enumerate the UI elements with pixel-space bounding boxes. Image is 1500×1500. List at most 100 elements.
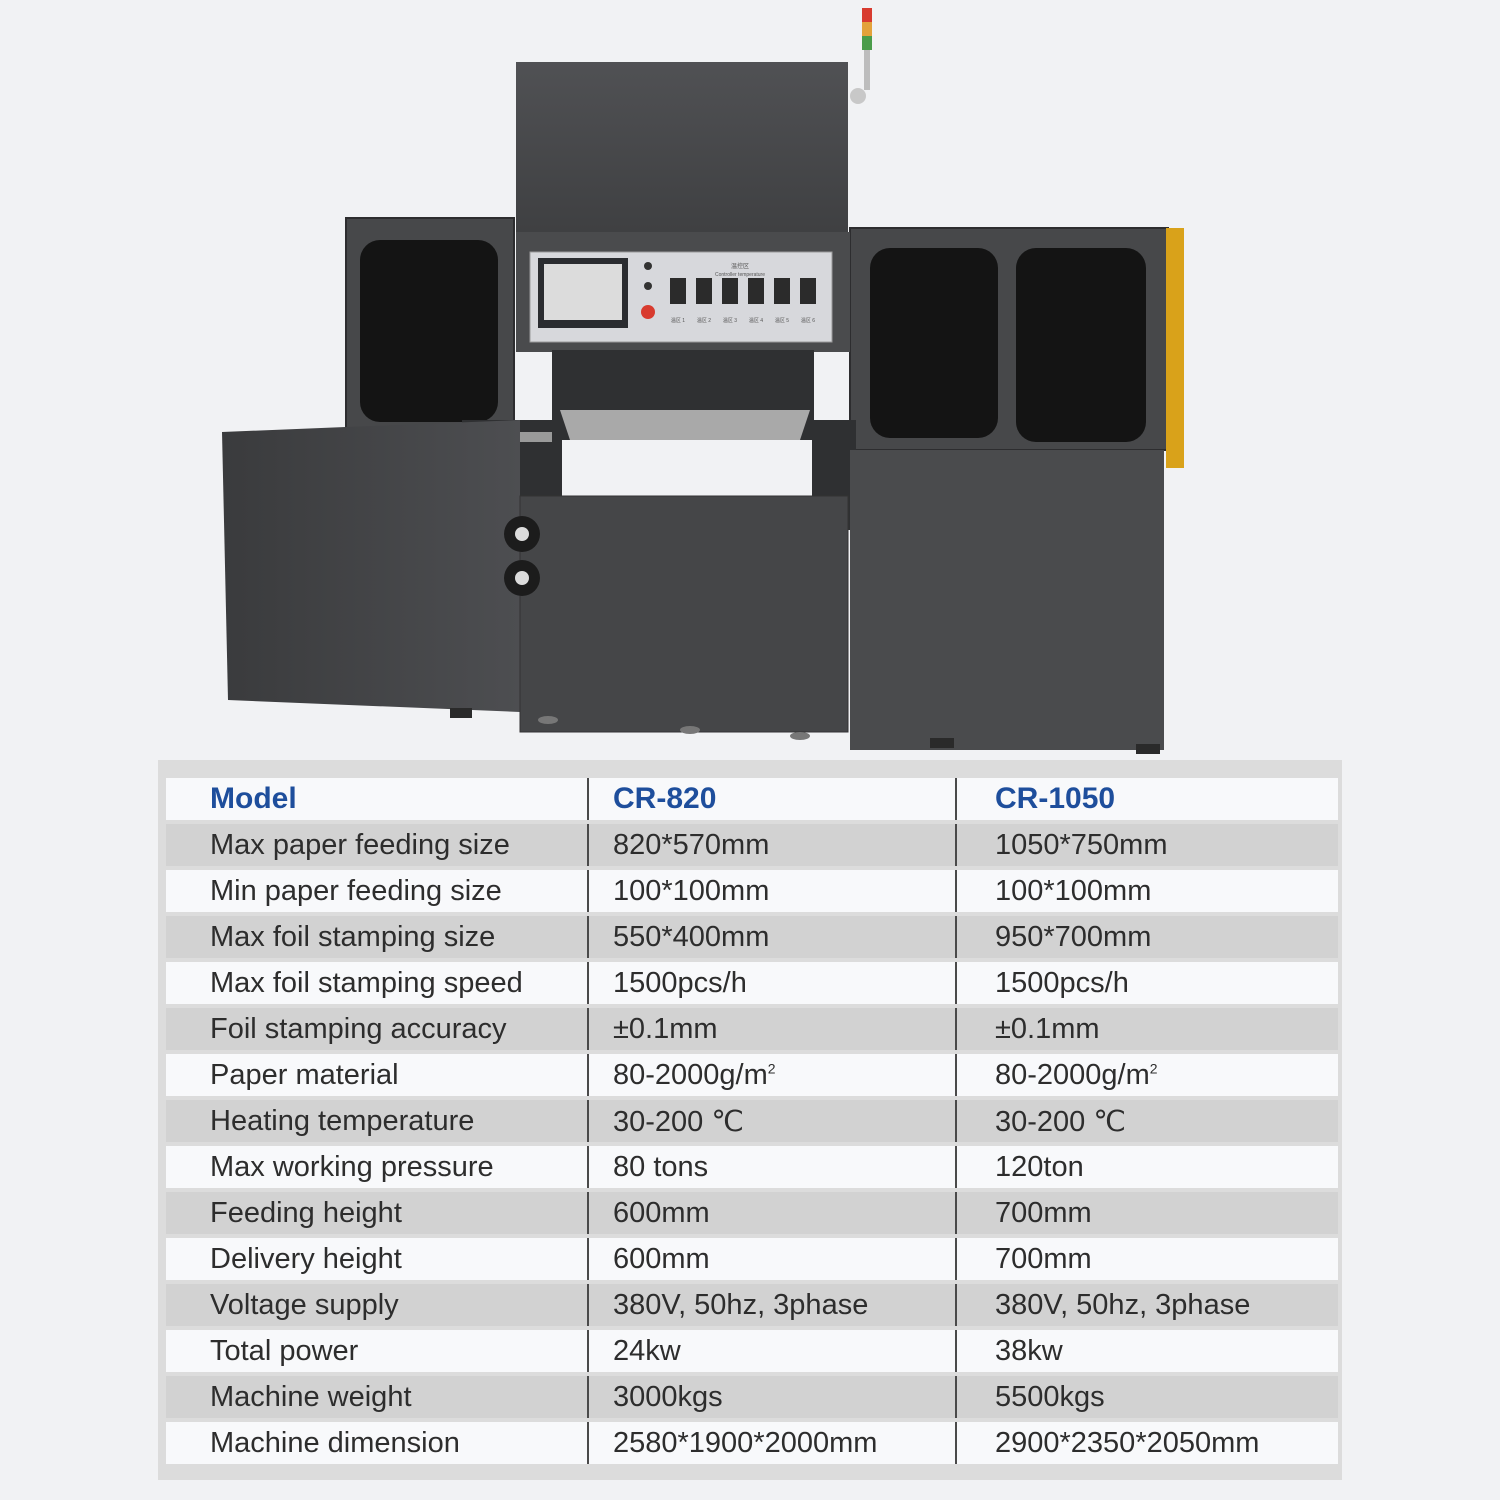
panel-title: 温控区 [731,262,749,270]
zone-label: 温区 6 [801,317,815,324]
row-label-text: Machine weight [210,1380,412,1413]
table-row: Min paper feeding size 100*100mm 100*100mm [166,870,1338,912]
cr1050-value-text: ±0.1mm [995,1012,1100,1045]
left-window [360,240,498,422]
zone-label: 温区 2 [697,317,711,324]
cr820-value-text: 30-200 ℃ [613,1105,744,1138]
row-label: Max foil stamping size [166,916,587,958]
signal-tower-icon [850,8,872,104]
cr1050-value-text: 100*100mm [995,874,1152,907]
right-lower-cabinet [850,450,1164,750]
row-label: Machine dimension [166,1422,587,1464]
row-label-text: Min paper feeding size [210,874,502,907]
row-label: Machine weight [166,1376,587,1418]
cr820-value-text: ±0.1mm [613,1012,718,1045]
left-lower-cabinet [222,420,520,712]
cr820-value-text: 600mm [613,1242,710,1275]
table-row: Machine dimension 2580*1900*2000mm 2900*23… [166,1422,1338,1464]
top-housing [516,62,848,232]
row-label: Max foil stamping speed [166,962,587,1004]
cr820-value: 80 tons [587,1146,955,1188]
row-label-text: Heating temperature [210,1104,475,1137]
row-label: Max paper feeding size [166,824,587,866]
zone-label: 温区 1 [671,317,685,324]
superscript: 2 [767,1059,776,1076]
cr1050-value: 700mm [955,1238,1338,1280]
cr1050-value-text: 38kw [995,1334,1063,1367]
cr1050-value-text: 700mm [995,1242,1092,1275]
cr1050-value: 38kw [955,1330,1338,1372]
cr1050-value: 5500kgs [955,1376,1338,1418]
row-label: Min paper feeding size [166,870,587,912]
cr820-value-text: 2580*1900*2000mm [613,1426,878,1459]
cr820-value: 550*400mm [587,916,955,958]
machine-photo: 温控区 Controller temperature 温区 1 温区 2 温区 3 温… [222,8,1184,754]
feed-table [560,410,810,440]
spec-table: Model CR-820 CR-1050 Max paper feeding s… [166,774,1338,1468]
row-label: Heating temperature [166,1100,587,1142]
zone-label: 温区 4 [749,317,763,324]
row-label-text: Feeding height [210,1196,402,1229]
spec-table-container: Model CR-820 CR-1050 Max paper feeding s… [158,760,1342,1480]
cr1050-value: 2900*2350*2050mm [955,1422,1338,1464]
cr820-value-text: 3000kgs [613,1380,723,1413]
cr820-value: 24kw [587,1330,955,1372]
cr820-value-text: 550*400mm [613,920,770,953]
table-row: Max foil stamping size 550*400mm 950*700mm [166,916,1338,958]
cr820-value-text: 80 tons [613,1150,709,1183]
row-label-text: Paper material [210,1058,399,1091]
row-label: Feeding height [166,1192,587,1234]
cr1050-value-text: 1500pcs/h [995,966,1129,999]
header-cr820: CR-820 [587,778,955,820]
cr1050-value: 120ton [955,1146,1338,1188]
cr1050-value: 380V, 50hz, 3phase [955,1284,1338,1326]
cr1050-value-text: 950*700mm [995,920,1152,953]
row-label-text: Total power [210,1334,359,1367]
row-label: Delivery height [166,1238,587,1280]
temperature-controller [800,278,816,304]
row-label-text: Machine dimension [210,1426,460,1459]
cr1050-value-text: 2900*2350*2050mm [995,1426,1260,1459]
header-model-label: Model [166,778,587,820]
zone-label: 温区 5 [775,317,789,324]
foil-roll-icon [504,516,540,596]
zone-label: 温区 3 [723,317,737,324]
cr820-value: ±0.1mm [587,1008,955,1050]
temperature-controller [748,278,764,304]
temperature-controller [774,278,790,304]
cr1050-value: 100*100mm [955,870,1338,912]
table-row: Total power 24kw 38kw [166,1330,1338,1372]
superscript: 2 [1149,1059,1158,1076]
cr820-value: 2580*1900*2000mm [587,1422,955,1464]
right-window-2 [1016,248,1146,442]
row-label: Max working pressure [166,1146,587,1188]
row-label-text: Max foil stamping size [210,920,496,953]
row-label: Total power [166,1330,587,1372]
row-label-text: Delivery height [210,1242,402,1275]
cr1050-value: 1050*750mm [955,824,1338,866]
cr1050-value: 80-2000g/m2 [955,1054,1338,1096]
row-label-text: Max working pressure [210,1150,494,1183]
cr820-value: 1500pcs/h [587,962,955,1004]
cr820-value-text: 380V, 50hz, 3phase [613,1288,869,1321]
row-label: Foil stamping accuracy [166,1008,587,1050]
cr1050-value-text: 1050*750mm [995,828,1168,861]
cr820-value: 820*570mm [587,824,955,866]
cr820-value: 380V, 50hz, 3phase [587,1284,955,1326]
cr1050-value-text: 700mm [995,1196,1092,1229]
row-label-text: Foil stamping accuracy [210,1012,507,1045]
center-lower-cabinet [519,495,849,733]
temperature-controller [722,278,738,304]
cr820-value-text: 820*570mm [613,828,770,861]
temperature-controller [670,278,686,304]
cr1050-value-text: 380V, 50hz, 3phase [995,1288,1251,1321]
cr1050-value: 950*700mm [955,916,1338,958]
panel-subtitle: Controller temperature [715,272,765,278]
cr820-value: 100*100mm [587,870,955,912]
cr820-value-text: 80-2000g/m [613,1058,768,1091]
